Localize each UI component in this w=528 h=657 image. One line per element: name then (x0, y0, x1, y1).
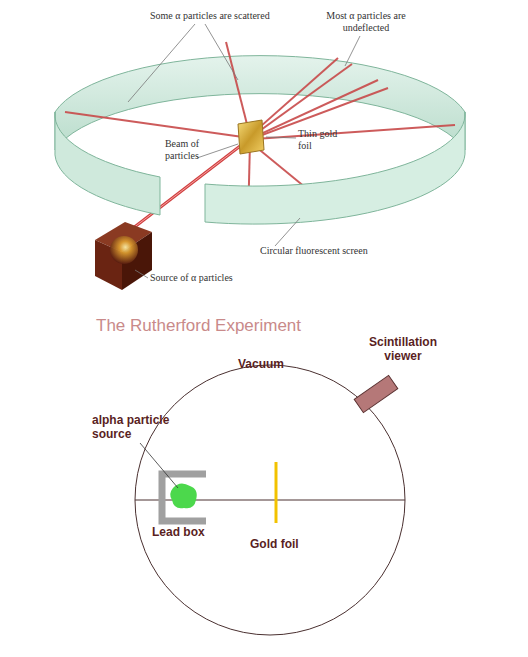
part-label: Circular fluorescent screen (260, 245, 368, 257)
part-label: Lead box (152, 526, 205, 540)
part-label: Thin gold foil (298, 128, 348, 151)
diagram-title: The Rutherford Experiment (96, 316, 301, 336)
part-label: Some α particles are scattered (150, 10, 270, 22)
part-label: Gold foil (250, 538, 299, 552)
part-label: Source of α particles (150, 272, 233, 284)
part-label: Scintillation viewer (358, 336, 448, 364)
part-label: alpha particle source (92, 414, 202, 442)
part-label: Most α particles are undeflected (316, 10, 416, 33)
part-label: Beam of particles (152, 138, 212, 161)
part-label: Vacuum (238, 358, 284, 372)
